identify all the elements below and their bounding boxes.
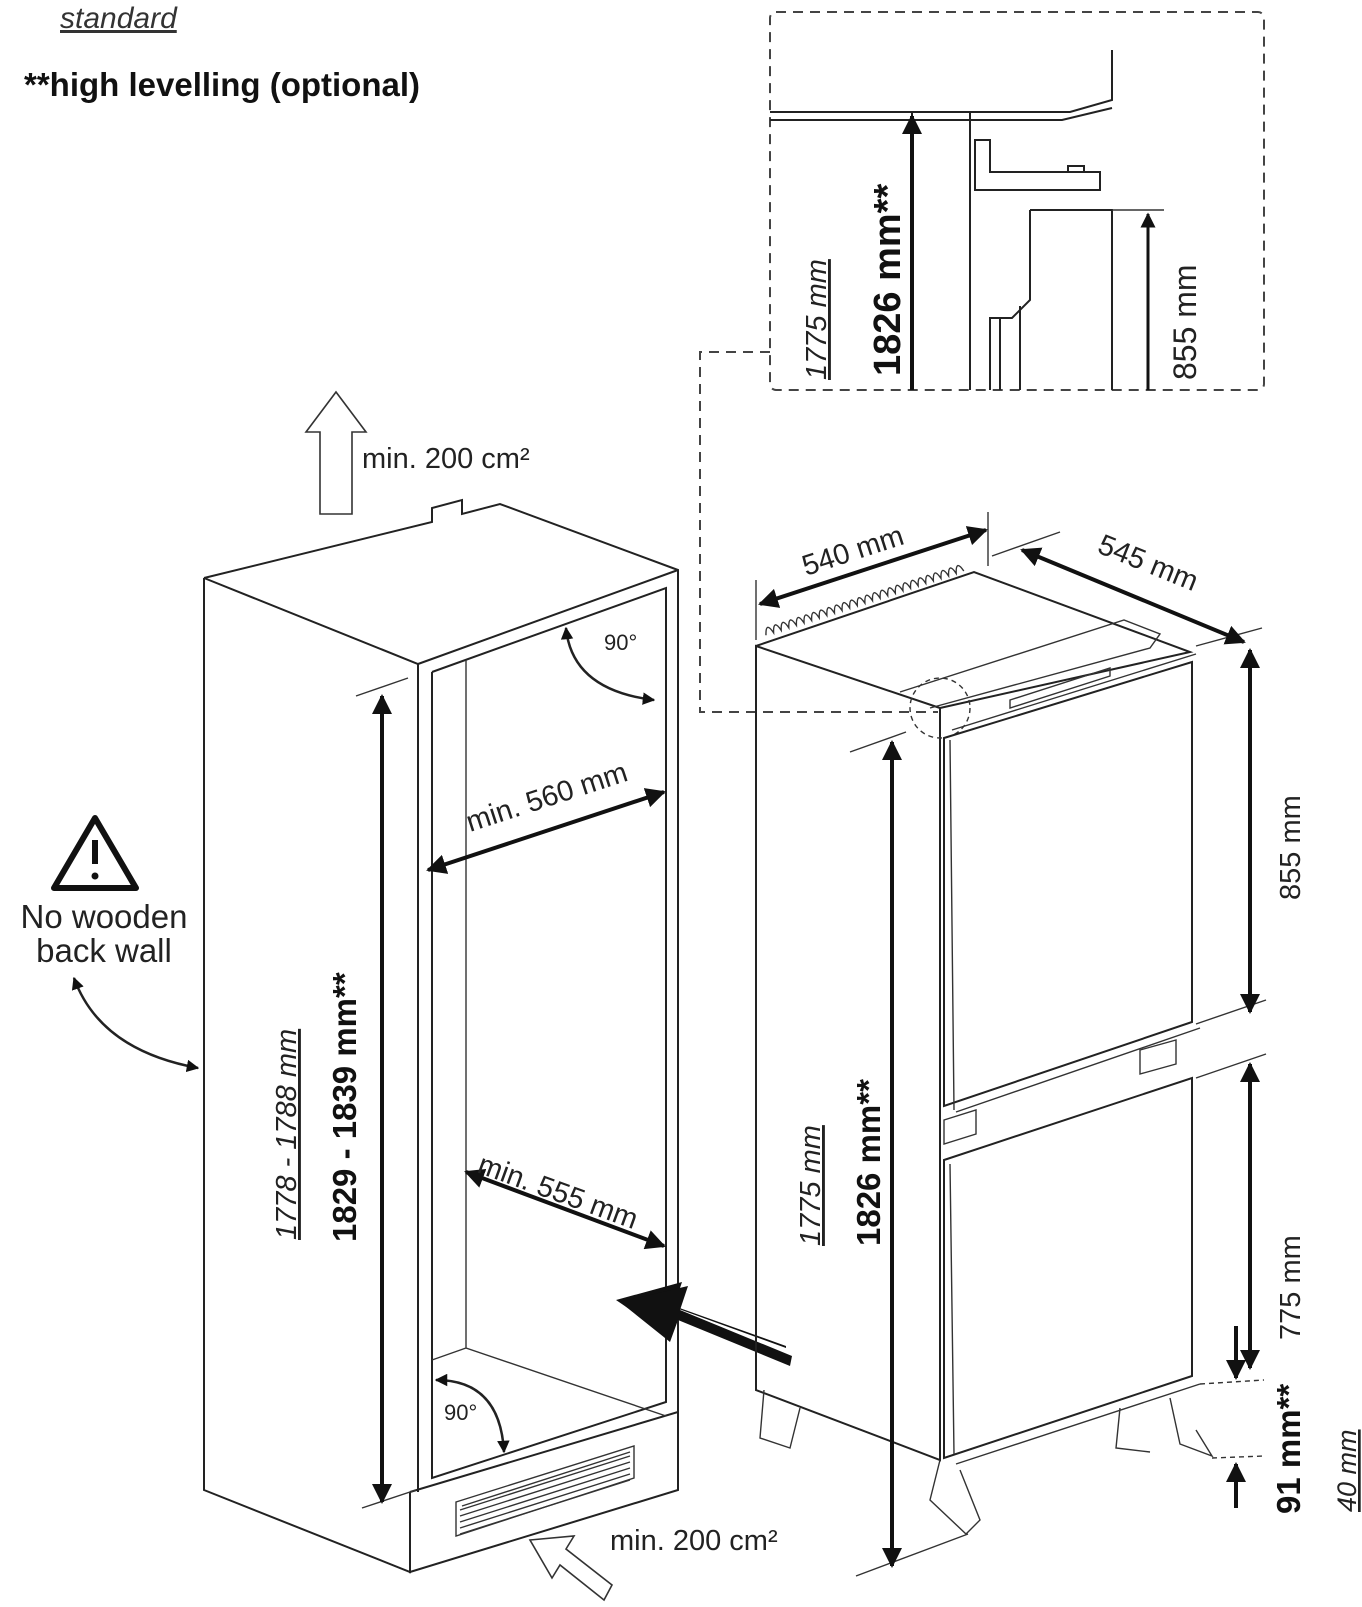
detail-height-standard: 1775 mm: [801, 259, 833, 380]
detail-frame: [769, 11, 1265, 391]
legend-high-levelling: **high levelling (optional): [24, 66, 420, 103]
fridge-foot-front-right: [1115, 1397, 1214, 1458]
cabinet-opening: [417, 586, 667, 1492]
cabinet-height-high: 1829 - 1839 mm**: [326, 972, 363, 1242]
detail-upper-door: 855 mm: [1167, 264, 1203, 380]
fridge-depth-arrow: [1020, 547, 1246, 645]
width-bottom-arrow: [464, 1168, 666, 1250]
fridge-height-standard: 1775 mm: [795, 1125, 827, 1246]
width-top-arrow: [426, 788, 666, 874]
legend: standard **high levelling (optional): [24, 2, 420, 103]
fridge-height-high: 1826 mm**: [850, 1079, 887, 1246]
plinth-vent-grille: [455, 1445, 635, 1537]
warning: No wooden back wall: [21, 815, 200, 1073]
cabinet-back-edges: [431, 660, 667, 1417]
fridge: 540 mm 545 mm 855 mm 775 mm 91 mm** 40 m…: [755, 512, 1362, 1577]
legend-standard: standard: [60, 2, 178, 35]
detail-hinge-bracket: [974, 139, 1101, 191]
hinge-detail-circle: [909, 677, 971, 739]
detail-connector: [699, 351, 938, 713]
feet-standard-label: 40 mm: [1332, 1429, 1362, 1512]
detail-cabinet-side: [911, 112, 971, 390]
fridge-condenser: [765, 564, 965, 636]
air-out-arrow-icon: [304, 390, 368, 515]
cabinet-outer-side: [203, 578, 411, 1574]
detail-door-section: [989, 209, 1113, 390]
angle-bottom-arc: [434, 1373, 510, 1454]
warning-pointer-arrow: [71, 976, 200, 1073]
ventilation-top-label: min. 200 cm²: [362, 443, 530, 475]
ventilation-bottom: min. 200 cm²: [528, 1525, 778, 1602]
detail-worktop: [770, 50, 1113, 113]
angle-top-label: 90°: [604, 630, 637, 655]
fridge-foot-front-left: [929, 1459, 981, 1535]
width-bottom-label: min. 555 mm: [474, 1149, 642, 1236]
fridge-side-panel: [755, 644, 941, 1462]
fridge-foot-rear: [759, 1389, 801, 1449]
detail-inset: 1775 mm 1826 mm** 855 mm: [699, 11, 1265, 713]
ventilation-bottom-label: min. 200 cm²: [610, 1525, 778, 1557]
warning-line-1: No wooden: [21, 898, 188, 935]
detail-height-high: 1826 mm**: [867, 184, 909, 376]
fridge-middle-hinge: [943, 1039, 1177, 1145]
angle-top-arc: [560, 626, 656, 705]
warning-triangle-icon: [51, 815, 139, 891]
angle-bottom-label: 90°: [444, 1400, 477, 1425]
upper-door-label: 855 mm: [1275, 795, 1307, 900]
width-top-label: min. 560 mm: [462, 756, 631, 838]
cabinet-outline: [203, 498, 679, 1493]
cabinet-height-standard: 1778 - 1788 mm: [271, 1029, 303, 1240]
fridge-upper-door: [943, 660, 1193, 1108]
feet-high-label: 91 mm**: [1270, 1384, 1307, 1514]
cabinet: 90° 90° min. 560 mm min. 555 mm 1778 - 1…: [203, 498, 679, 1574]
warning-line-2: back wall: [36, 932, 172, 969]
fridge-width-arrow: [758, 526, 988, 608]
fridge-lower-door: [943, 1076, 1193, 1460]
fridge-top-rail: [899, 619, 1162, 709]
lower-door-label: 775 mm: [1275, 1235, 1307, 1340]
air-in-arrow-icon: [528, 1535, 614, 1602]
ventilation-top: min. 200 cm²: [304, 390, 530, 515]
cabinet-plinth: [409, 1412, 679, 1574]
